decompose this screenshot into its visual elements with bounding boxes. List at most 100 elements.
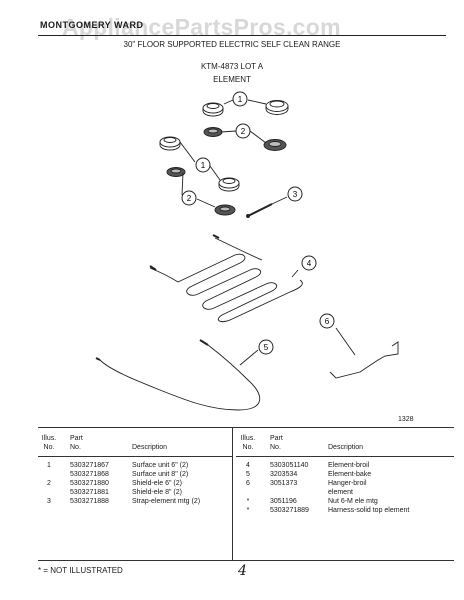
part-header: Part xyxy=(70,435,83,442)
callout-label: 4 xyxy=(307,259,312,268)
surface-unit-small-2 xyxy=(159,136,181,151)
part-no-cell: 5303271880 xyxy=(70,480,109,487)
part-no-cell: 5303271881 xyxy=(70,489,109,496)
description-cell: Element-broil xyxy=(328,462,370,469)
table-row: * 3051196 Nut 6-M ele mtg xyxy=(236,497,454,506)
diagram-number: 1328 xyxy=(398,416,414,423)
illus-no-cell: 2 xyxy=(47,480,51,487)
callout-label: 1 xyxy=(201,161,206,170)
callout-2a: 2 xyxy=(235,123,251,139)
callout-label: 2 xyxy=(241,127,246,136)
description-cell: Surface unit 6" (2) xyxy=(132,462,189,469)
description-header: Description xyxy=(328,444,364,451)
table-top-rule xyxy=(38,427,454,428)
description-cell: Harness-solid top element xyxy=(328,507,410,514)
part-no-cell: 5303271868 xyxy=(70,471,109,478)
table-row: * 5303271889 Harness-solid top element xyxy=(236,506,454,515)
header-rule xyxy=(38,35,446,36)
surface-unit-large-2 xyxy=(218,177,240,192)
section-title: ELEMENT xyxy=(213,75,251,84)
description-cell: element xyxy=(328,489,353,496)
part-no-cell: 5303271867 xyxy=(70,462,109,469)
table-row: 6 3051373 Hanger-broil xyxy=(236,479,454,488)
callout-2b: 2 xyxy=(181,190,197,206)
table-header: Illus. No. Part No. Description xyxy=(38,434,232,454)
table-row: 5303271868 Surface unit 8" (2) xyxy=(38,470,232,479)
table-row: 4 5303051140 Element-broil xyxy=(236,461,454,470)
callout-label: 6 xyxy=(325,317,330,326)
page-title: 30" FLOOR SUPPORTED ELECTRIC SELF CLEAN … xyxy=(123,40,341,49)
illus-no-cell: 4 xyxy=(246,462,250,469)
parts-diagram: 1 2 1 2 3 4 6 5 xyxy=(95,91,399,411)
broil-element xyxy=(149,234,303,323)
description-cell: Hanger-broil xyxy=(328,480,367,487)
callout-label: 5 xyxy=(264,343,269,352)
header-rule xyxy=(236,456,454,457)
part-no-cell: 5303271888 xyxy=(70,498,109,505)
footer-rule xyxy=(38,560,454,561)
description-cell: Element-bake xyxy=(328,471,372,478)
part-no-cell: 3051196 xyxy=(270,498,297,505)
surface-unit-large xyxy=(265,100,289,115)
table-row: 2 5303271880 Shield-ele 6" (2) xyxy=(38,479,232,488)
part-no-cell: 3051373 xyxy=(270,480,298,487)
drip-shield-large-2 xyxy=(214,204,236,216)
illus-no-cell: * xyxy=(246,507,250,514)
part-header: Part xyxy=(270,435,283,442)
table-row: 1 5303271867 Surface unit 6" (2) xyxy=(38,461,232,470)
model-number: KTM-4873 LOT A xyxy=(200,62,264,71)
description-cell: Surface unit 8" (2) xyxy=(132,471,189,478)
illus-no-cell xyxy=(38,470,60,479)
strap-element-mtg xyxy=(246,203,273,218)
callout-3: 3 xyxy=(287,186,303,202)
table-header: Illus. No. Part No. Description xyxy=(236,434,454,454)
drip-shield-large xyxy=(263,139,287,151)
table-row: 5303271881 Shield-ele 8" (2) xyxy=(38,488,232,497)
header-rule xyxy=(38,456,232,457)
illus-no-cell: 5 xyxy=(246,471,250,478)
callout-label: 3 xyxy=(293,190,298,199)
callout-1b: 1 xyxy=(195,157,211,173)
callout-1a: 1 xyxy=(232,91,248,107)
illus-no-cell xyxy=(236,488,260,497)
part-no-cell: 5303051140 xyxy=(270,462,309,469)
part-no-cell xyxy=(260,488,328,497)
description-cell: Shield-ele 6" (2) xyxy=(132,480,182,487)
illus-header: Illus. xyxy=(240,435,256,442)
part-no-cell: 5303271889 xyxy=(270,507,309,514)
illus-no-header: No. xyxy=(43,444,55,451)
description-cell: Strap-element mtg (2) xyxy=(132,498,201,505)
page-number: 4 xyxy=(238,563,247,579)
brand-header: MONTGOMERY WARD xyxy=(40,20,144,30)
description-cell: Shield-ele 8" (2) xyxy=(132,489,182,496)
callout-5: 5 xyxy=(258,339,274,355)
not-illustrated-note: * = NOT ILLUSTRATED xyxy=(38,566,123,575)
parts-table-right: Illus. No. Part No. Description 4 5303051… xyxy=(236,434,454,515)
illus-no-cell: 6 xyxy=(246,480,250,487)
illus-header: Illus. xyxy=(41,435,57,442)
illus-no-cell: 1 xyxy=(47,462,51,469)
callout-4: 4 xyxy=(301,255,317,271)
illus-no-header: No. xyxy=(242,444,254,451)
table-row: 5 3203534 Element-bake xyxy=(236,470,454,479)
description-cell: Nut 6-M ele mtg xyxy=(328,498,378,505)
table-row: element xyxy=(236,488,454,497)
drip-shield-small-2 xyxy=(166,167,186,177)
callout-label: 1 xyxy=(238,95,243,104)
surface-unit-small xyxy=(202,102,224,117)
illus-no-cell: * xyxy=(246,498,250,505)
description-header: Description xyxy=(132,444,168,451)
part-no-header: No. xyxy=(70,444,81,451)
hanger-broil-element xyxy=(329,327,399,379)
illus-no-cell: 3 xyxy=(47,498,51,505)
table-divider xyxy=(232,428,233,560)
table-row: 3 5303271888 Strap-element mtg (2) xyxy=(38,497,232,506)
illus-no-cell xyxy=(38,488,60,497)
bake-element xyxy=(95,339,261,411)
part-no-cell: 3203534 xyxy=(270,471,298,478)
part-no-header: No. xyxy=(270,444,281,451)
table-body: 4 5303051140 Element-broil 5 3203534 Element-… xyxy=(236,461,454,515)
callout-label: 2 xyxy=(187,194,192,203)
